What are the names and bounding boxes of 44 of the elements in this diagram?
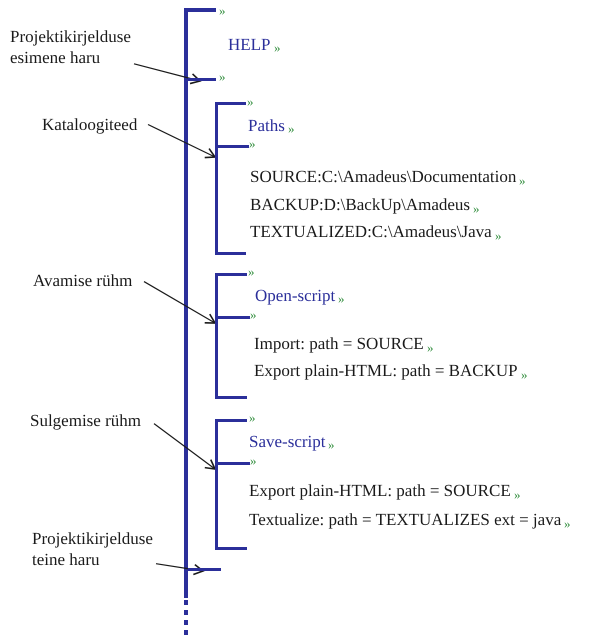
continuation-mark: »	[338, 290, 344, 308]
continuation-mark: »	[473, 200, 480, 218]
group-bracket	[215, 419, 247, 550]
continuation-mark: »	[328, 436, 334, 454]
group-bracket	[215, 102, 246, 255]
tree-entry-text: BACKUP:D:\BackUp\Amadeus	[250, 195, 470, 215]
continuation-mark: »	[495, 227, 502, 245]
tree-entry-text: Export plain-HTML: path = SOURCE	[249, 481, 511, 501]
continuation-mark: »	[427, 339, 434, 357]
continuation-mark: »	[519, 172, 526, 190]
tree-entry-text: Textualize: path = TEXTUALIZES ext = java	[249, 510, 562, 530]
continuation-mark: »	[248, 263, 254, 281]
callout-label: Kataloogiteed	[42, 114, 152, 135]
continuation-mark: »	[219, 2, 226, 20]
continuation-mark: »	[247, 93, 254, 111]
continuation-mark: »	[250, 452, 256, 470]
leader-line	[154, 423, 216, 470]
callout-label: Projektikirjelduse teine haru	[32, 528, 160, 570]
continuation-mark: »	[274, 39, 280, 57]
callout-label: Sulgemise rühm	[30, 410, 158, 431]
tree-entry-text: Save-script	[249, 432, 326, 452]
group-bracket	[215, 273, 247, 399]
continuation-mark: »	[514, 486, 520, 504]
tree-entry-text: Export plain-HTML: path = BACKUP	[254, 361, 518, 381]
continuation-mark: »	[249, 135, 256, 153]
continuation-mark: »	[521, 366, 528, 384]
leader-line	[148, 124, 216, 158]
tree-entry-text: SOURCE:C:\Amadeus\Documentation	[250, 167, 516, 187]
tree-entry-text: Paths	[248, 116, 285, 136]
branch-tick	[188, 568, 221, 571]
continuation-mark: »	[250, 306, 256, 324]
tree-entry-text: Import: path = SOURCE	[254, 334, 424, 354]
callout-label: Projektikirjelduse esimene haru	[10, 26, 138, 68]
continuation-mark: »	[288, 120, 294, 138]
continuation-mark: »	[219, 68, 226, 86]
tree-entry-text: HELP	[228, 35, 270, 55]
branch-tick	[188, 78, 216, 81]
leader-line	[134, 63, 201, 84]
callout-label: Avamise rühm	[33, 270, 148, 291]
continuation-mark: »	[564, 515, 570, 533]
tree-entry-text: Open-script	[255, 286, 336, 306]
leader-line	[144, 281, 216, 324]
tree-entry-text: TEXTUALIZED:C:\Amadeus\Java	[250, 222, 492, 242]
continuation-mark: »	[249, 409, 256, 427]
